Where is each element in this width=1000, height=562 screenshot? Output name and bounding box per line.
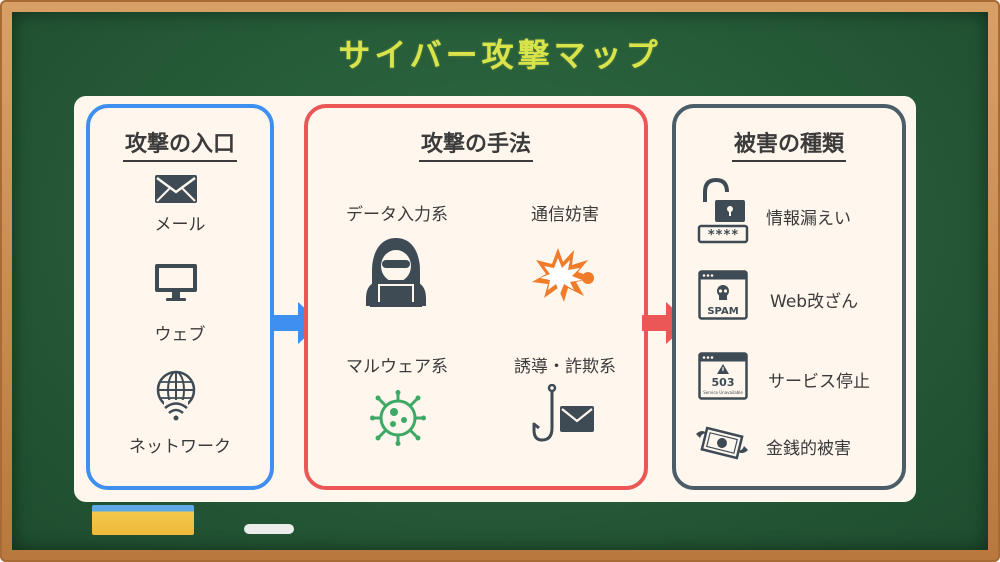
- error-503-window-icon: 503 Service Unavailable: [698, 352, 748, 400]
- damage-item-label: 金銭的被害: [766, 439, 851, 459]
- entry-item-label: メール: [154, 215, 206, 235]
- method-item-label: 誘導・詐欺系: [514, 357, 616, 377]
- flying-money-icon: [696, 426, 748, 460]
- spam-window-icon: SPAM: [698, 270, 748, 320]
- monitor-icon: [155, 264, 197, 301]
- phishing-hook-icon: [532, 384, 594, 442]
- damage-heading: 被害の種類: [731, 126, 846, 162]
- page-title: サイバー攻撃マップ: [338, 36, 662, 74]
- method-item-label: マルウェア系: [346, 357, 448, 377]
- globe-wifi-icon: [156, 370, 196, 422]
- error-sub-text: Service Unavailable: [703, 390, 743, 395]
- entry-item-label: ネットワーク: [129, 437, 231, 457]
- password-mask-text: ****: [707, 228, 738, 243]
- spam-text: SPAM: [707, 306, 738, 317]
- unlocked-padlock-icon: ****: [697, 178, 749, 244]
- explosion-icon: [532, 248, 594, 302]
- virus-icon: [370, 390, 426, 446]
- damage-item-label: Web改ざん: [770, 292, 859, 312]
- error-code-text: 503: [712, 376, 735, 389]
- entry-item-label: ウェブ: [154, 325, 206, 345]
- damage-item-label: 情報漏えい: [766, 209, 851, 229]
- hacker-laptop-icon: [366, 238, 426, 307]
- chalkboard-eraser: [92, 505, 194, 535]
- damage-item-label: サービス停止: [768, 372, 870, 392]
- chalk-stick: [244, 524, 294, 534]
- method-item-label: データ入力系: [346, 205, 448, 225]
- envelope-icon: [155, 175, 197, 203]
- entry-heading: 攻撃の入口: [122, 126, 237, 162]
- method-item-label: 通信妨害: [531, 205, 599, 225]
- entry-box: 攻撃の入口: [86, 104, 274, 490]
- method-heading: 攻撃の手法: [418, 126, 533, 162]
